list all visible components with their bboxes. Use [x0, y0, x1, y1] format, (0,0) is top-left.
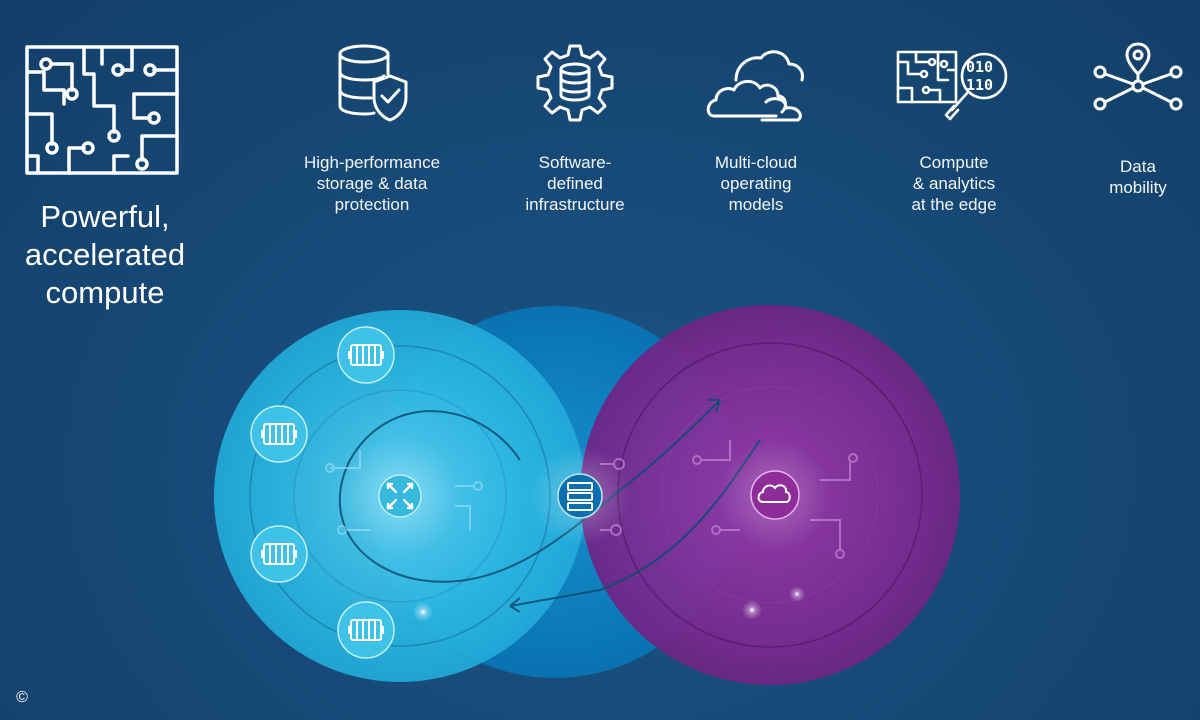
hero-title: Powerful, accelerated compute — [24, 199, 186, 310]
feature-label: Software- defined infrastructure — [525, 153, 625, 214]
gpu-card-icon — [348, 344, 384, 366]
feature-label: Data mobility — [1109, 157, 1167, 197]
gpu-node — [337, 601, 395, 659]
cloud-node — [750, 470, 800, 520]
svg-text:110: 110 — [966, 76, 993, 94]
feature-multi-cloud: Multi-cloud operating models — [676, 40, 836, 215]
feature-label: Multi-cloud operating models — [714, 153, 798, 214]
cloud-icon — [757, 484, 791, 503]
server-node — [557, 473, 603, 519]
feature-data-mobility: Data mobility — [1080, 40, 1196, 198]
copyright-symbol: © — [16, 689, 28, 706]
feature-storage-protection: High-performance storage & data protecti… — [282, 40, 462, 215]
gpu-node — [337, 326, 395, 384]
network-location-icon — [1093, 42, 1183, 111]
processor-node — [378, 474, 422, 518]
processor-icon — [386, 482, 414, 510]
feature-software-defined: Software- defined infrastructure — [490, 40, 660, 215]
gpu-card-icon — [261, 423, 297, 445]
server-stack-icon — [567, 482, 593, 511]
feature-label: Compute & analytics at the edge — [911, 153, 997, 214]
clouds-icon — [706, 50, 804, 122]
database-shield-icon — [338, 44, 408, 122]
gpu-node — [250, 405, 308, 463]
hybrid-cloud-diagram — [214, 305, 960, 685]
gpu-node — [250, 525, 308, 583]
database-gear-icon — [536, 44, 614, 122]
gpu-card-icon — [348, 619, 384, 641]
svg-text:010: 010 — [966, 58, 993, 76]
gpu-card-icon — [261, 543, 297, 565]
feature-edge-analytics: 010 110 Compute & analytics at the edge — [870, 40, 1038, 215]
circuit-board-icon — [25, 45, 179, 175]
feature-label: High-performance storage & data protecti… — [303, 153, 441, 214]
circuit-magnifier-binary-icon: 010 110 — [896, 50, 1008, 121]
